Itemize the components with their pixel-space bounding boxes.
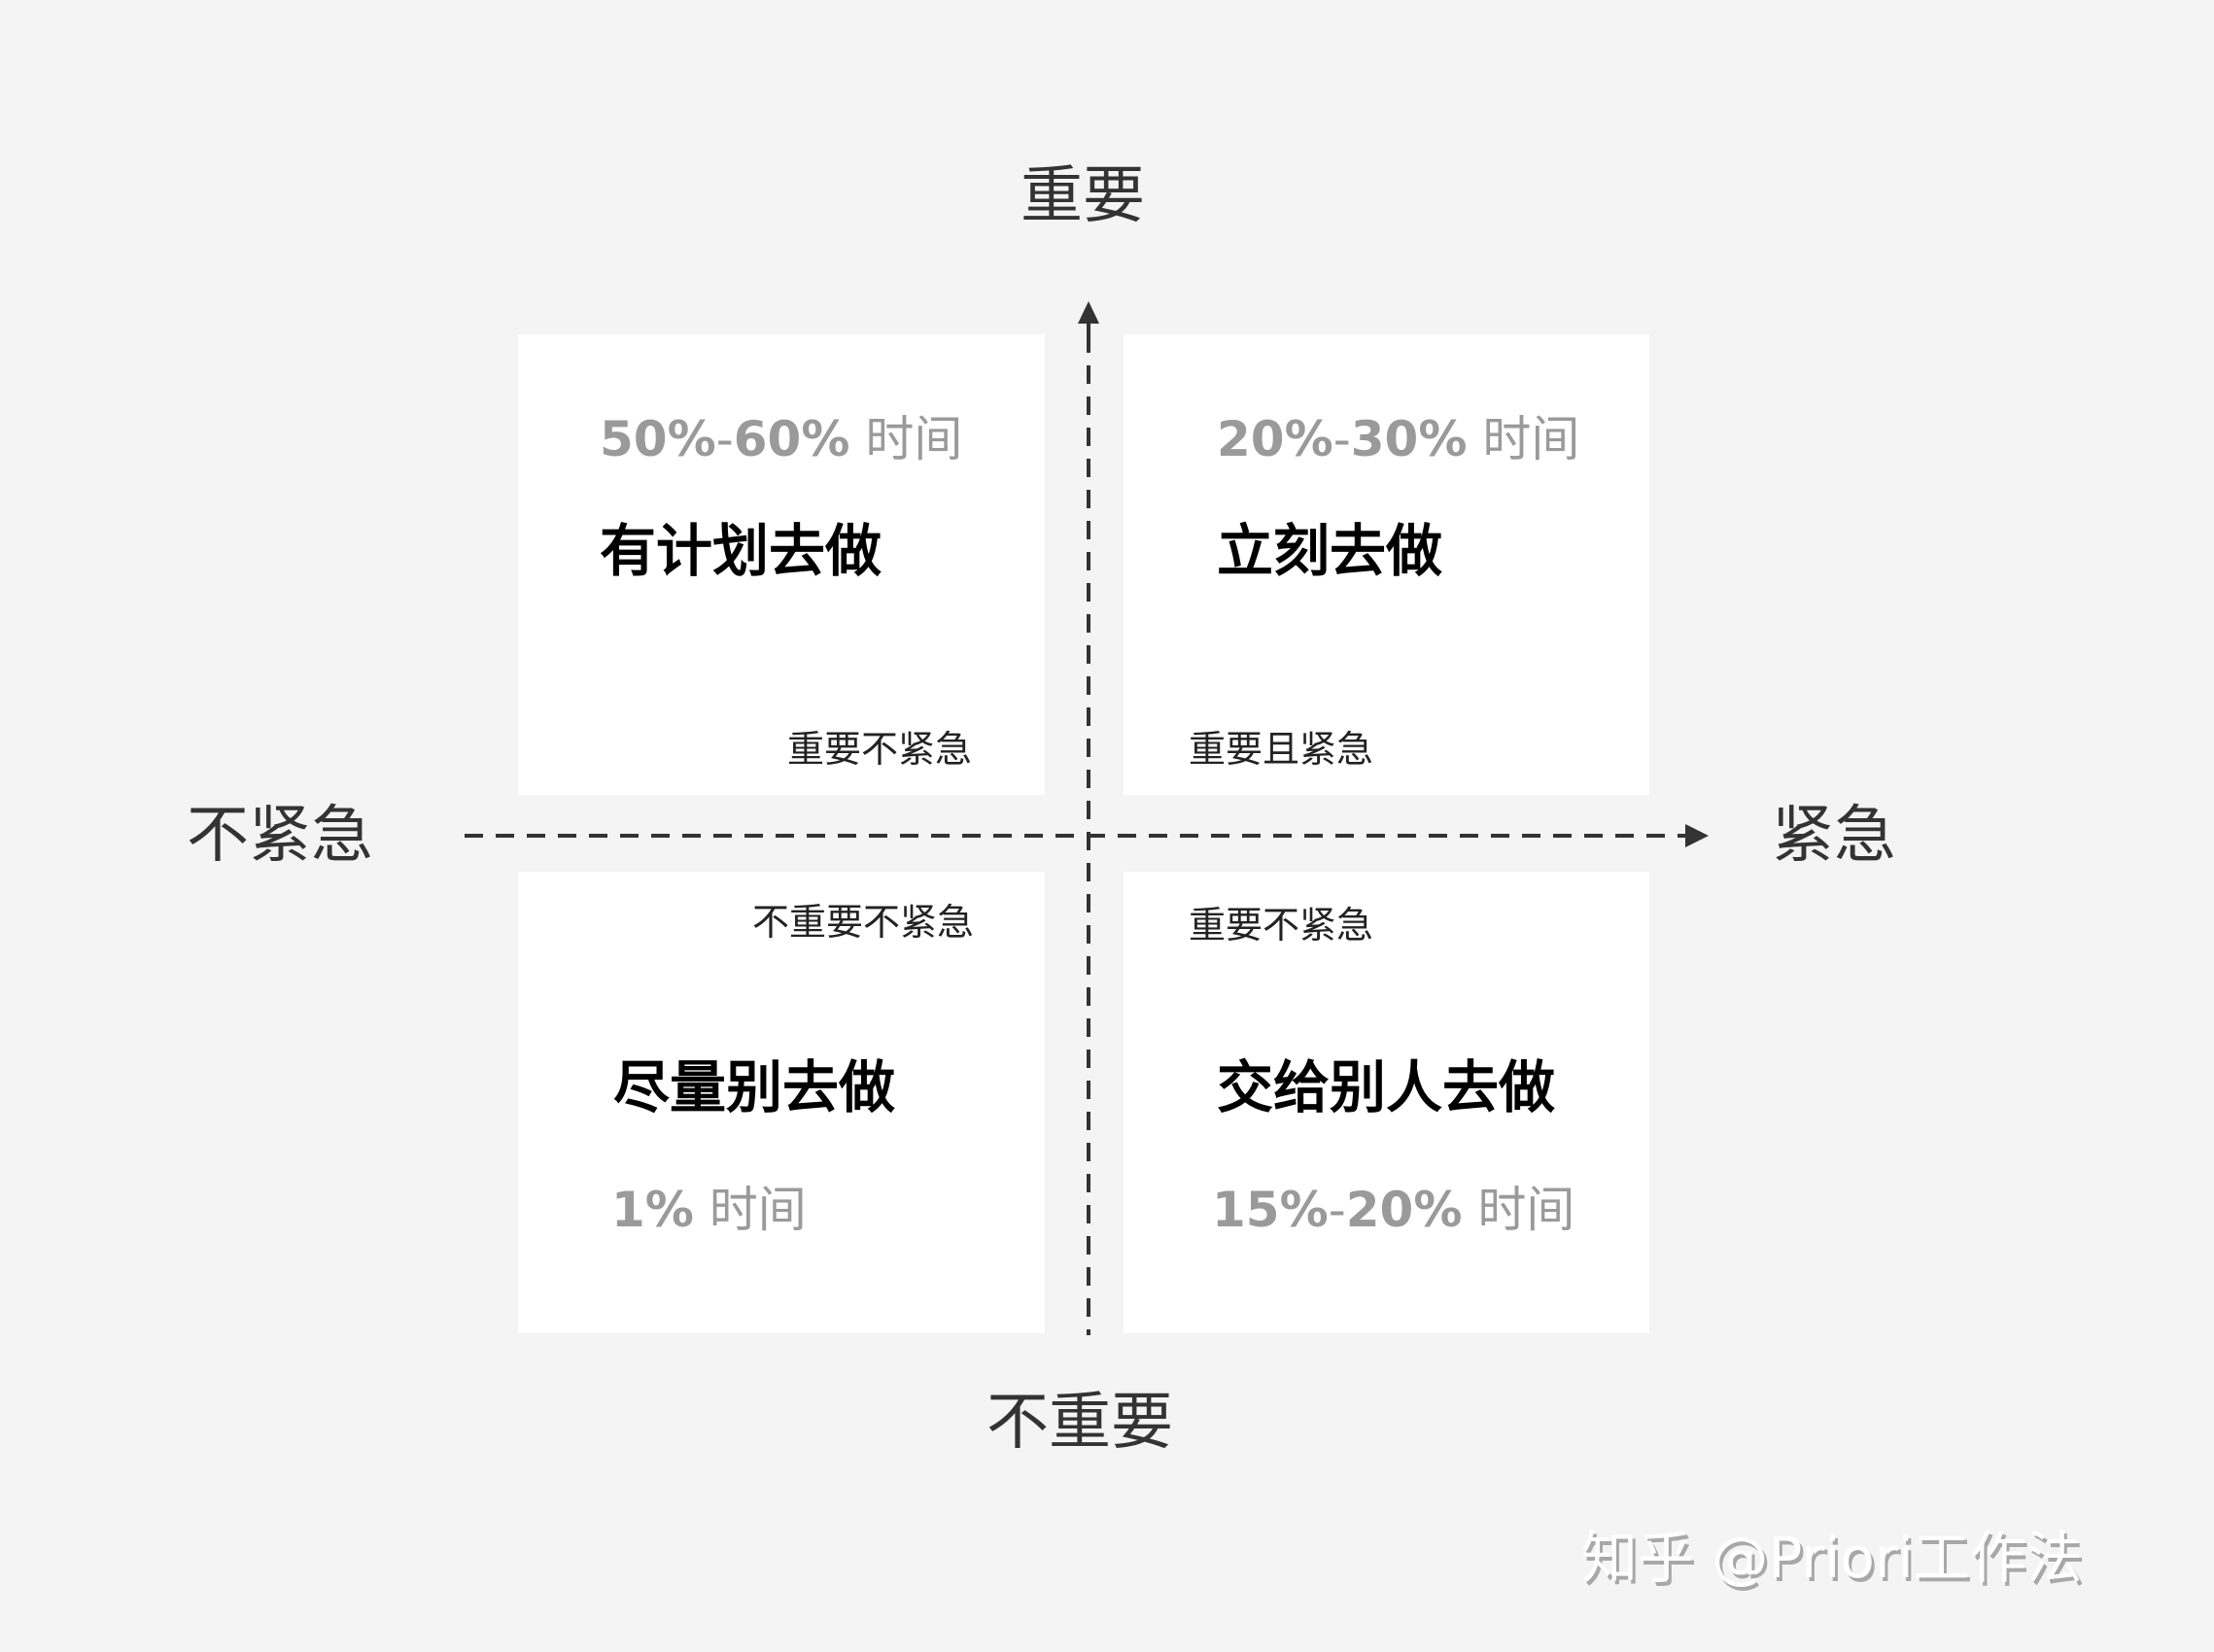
time-share-bottom-left: 1% 时间 [611, 1182, 807, 1238]
tag-bottom-right: 重要不紧急 [1189, 904, 1374, 946]
quadrant-card-bottom-left [518, 872, 1045, 1333]
axis-label-not-important: 不重要 [986, 1387, 1173, 1459]
axis-label-not-urgent: 不紧急 [187, 800, 373, 872]
axis-label-urgent: 紧急 [1772, 800, 1896, 872]
action-bottom-left: 尽量别去做 [613, 1054, 896, 1120]
arrow-right-icon [1685, 824, 1709, 847]
tag-top-right: 重要且紧急 [1189, 728, 1374, 771]
time-share-top-right: 20%-30% 时间 [1217, 411, 1580, 467]
tag-bottom-left: 不重要不紧急 [752, 901, 975, 944]
action-bottom-right: 交给别人去做 [1217, 1054, 1556, 1120]
watermark: 知乎 @Priori工作法 [1581, 1525, 2083, 1591]
quadrant-card-top-right [1124, 334, 1649, 795]
action-top-left: 有计划去做 [600, 518, 882, 584]
horizontal-axis-line [465, 834, 1687, 838]
time-share-bottom-right: 15%-20% 时间 [1212, 1182, 1575, 1238]
quadrant-card-top-left [518, 334, 1045, 795]
action-top-right: 立刻去做 [1217, 518, 1443, 584]
arrow-up-icon [1078, 301, 1099, 334]
time-share-top-left: 50%-60% 时间 [600, 411, 963, 467]
quadrant-card-bottom-right [1124, 872, 1649, 1333]
tag-top-left: 重要不紧急 [787, 728, 973, 771]
axis-label-important: 重要 [1021, 160, 1145, 232]
